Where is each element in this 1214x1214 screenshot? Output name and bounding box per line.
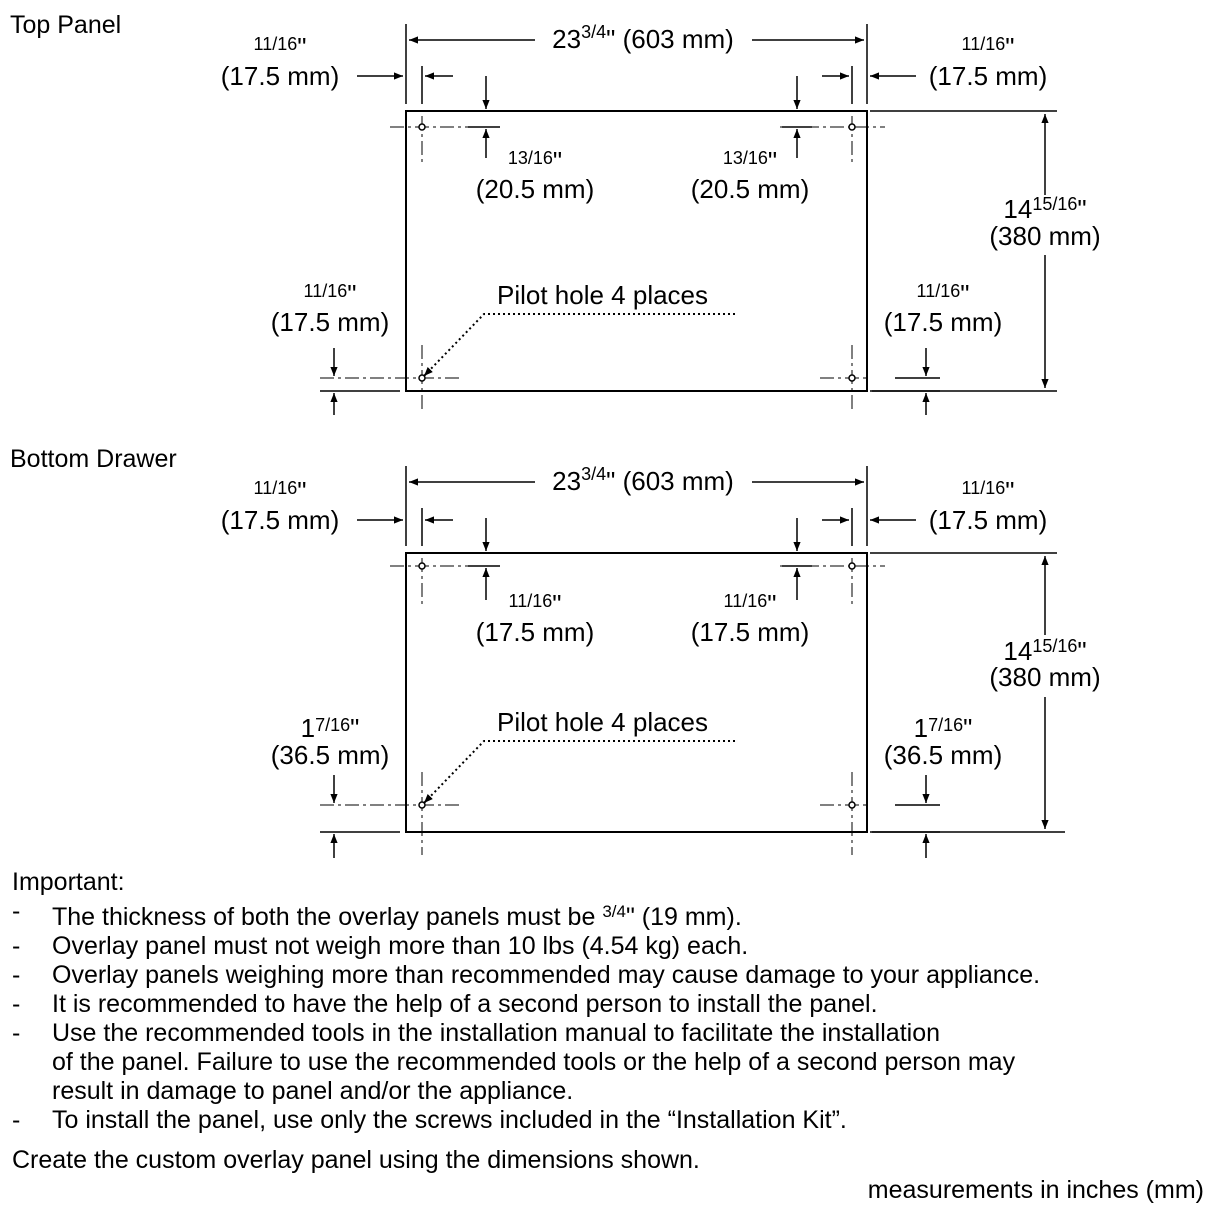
top-bottom-offset-left-fraction: 11/16" — [304, 279, 357, 309]
bottom-left-offset-dimension — [357, 508, 453, 546]
bottom-bottom-offset-left — [320, 775, 400, 858]
bottom-right-offset-mm: (17.5 mm) — [929, 505, 1047, 535]
top-panel-title: Top Panel — [10, 11, 121, 39]
note-text: Overlay panel must not weigh more than 1… — [52, 932, 749, 960]
units-note: measurements in inches (mm) — [867, 1176, 1204, 1204]
bottom-height-fraction: 1415/16" — [1003, 636, 1086, 666]
top-bottom-offset-left — [320, 348, 400, 415]
pilot-hole — [848, 562, 856, 570]
note-item: - Overlay panels weighing more than reco… — [12, 961, 1207, 990]
top-pilot-leader — [423, 313, 735, 377]
bottom-pilot-hole-label: Pilot hole 4 places — [497, 707, 708, 737]
pilot-hole — [418, 801, 426, 809]
bottom-width-dimension — [405, 466, 868, 546]
top-bottom-offset-right — [872, 348, 940, 415]
top-inset-left-mm: (20.5 mm) — [476, 174, 594, 204]
bullet: - — [12, 897, 21, 925]
note-item: - Use the recommended tools in the insta… — [12, 1019, 1207, 1106]
note-text: Overlay panels weighing more than recomm… — [52, 961, 1041, 989]
top-inset-right-mm: (20.5 mm) — [691, 174, 809, 204]
bottom-inset-right-mm: (17.5 mm) — [691, 617, 809, 647]
bullet: - — [12, 1106, 21, 1134]
top-height-fraction: 1415/16" — [1003, 194, 1086, 224]
note-text: To install the panel, use only the screw… — [52, 1106, 847, 1134]
note-item: - It is recommended to have the help of … — [12, 990, 1207, 1019]
bottom-bottom-offset-left-mm: (36.5 mm) — [271, 740, 389, 770]
closing-instruction: Create the custom overlay panel using th… — [12, 1146, 700, 1174]
top-panel-section: Top Panel 233/4" (603 mm) 11/16" (17.5 m… — [10, 11, 1101, 415]
bottom-height-dimension — [870, 552, 1065, 833]
bullet: - — [12, 990, 21, 1018]
bottom-drawer-section: Bottom Drawer 233/4" (603 mm) 11/16" (17… — [10, 445, 1101, 858]
note-item: - The thickness of both the overlay pane… — [12, 897, 1207, 932]
top-pilot-hole-label: Pilot hole 4 places — [497, 280, 708, 310]
top-width-label: 233/4" (603 mm) — [552, 22, 734, 54]
bottom-pilot-holes — [418, 562, 856, 809]
note-text: The thickness of both the overlay panels… — [52, 902, 742, 931]
pilot-hole — [418, 562, 426, 570]
note-item: - To install the panel, use only the scr… — [12, 1106, 1207, 1135]
bottom-height-mm: (380 mm) — [989, 662, 1100, 692]
top-bottom-offset-right-fraction: 11/16" — [917, 279, 970, 309]
bullet: - — [12, 961, 21, 989]
top-left-offset-fraction: 11/16" — [254, 32, 307, 62]
bottom-bottom-offset-right — [872, 775, 940, 858]
bottom-inset-right-fraction: 11/16" — [724, 589, 777, 619]
overlay-panel-diagram: Top Panel 233/4" (603 mm) 11/16" (17.5 m… — [10, 11, 1101, 858]
top-right-offset-dimension — [822, 66, 916, 104]
bottom-right-offset-dimension — [822, 508, 916, 546]
bottom-right-offset-fraction: 11/16" — [962, 476, 1015, 506]
bottom-inset-left-mm: (17.5 mm) — [476, 617, 594, 647]
top-bottom-offset-left-mm: (17.5 mm) — [271, 307, 389, 337]
top-hole-centerlines — [320, 116, 885, 412]
pilot-hole — [848, 374, 856, 382]
bottom-width-label: 233/4" (603 mm) — [552, 464, 734, 496]
bottom-inset-left-fraction: 11/16" — [509, 589, 562, 619]
bottom-bottom-offset-right-fraction: 17/16" — [914, 713, 973, 743]
top-panel-outline — [405, 110, 868, 392]
top-pilot-holes — [418, 123, 856, 382]
notes-heading: Important: — [12, 868, 125, 896]
bottom-pilot-leader — [423, 740, 735, 804]
bottom-inset-dimension-right — [782, 518, 812, 600]
top-inset-left-fraction: 13/16" — [508, 146, 562, 176]
top-height-mm: (380 mm) — [989, 221, 1100, 251]
pilot-hole — [848, 123, 856, 131]
bottom-bottom-offset-left-fraction: 17/16" — [301, 713, 360, 743]
pilot-hole — [418, 374, 426, 382]
top-right-offset-fraction: 11/16" — [962, 32, 1015, 62]
note-text: It is recommended to have the help of a … — [52, 990, 878, 1018]
top-height-dimension — [870, 110, 1057, 392]
bottom-bottom-offset-right-mm: (36.5 mm) — [884, 740, 1002, 770]
pilot-hole — [418, 123, 426, 131]
bottom-drawer-title: Bottom Drawer — [10, 445, 177, 473]
bottom-drawer-outline — [405, 552, 868, 833]
note-text: Use the recommended tools in the install… — [52, 1019, 1016, 1105]
top-left-offset-mm: (17.5 mm) — [221, 61, 339, 91]
top-left-offset-dimension — [357, 66, 453, 104]
top-bottom-offset-right-mm: (17.5 mm) — [884, 307, 1002, 337]
important-notes: Important: - The thickness of both the o… — [12, 868, 1207, 1135]
top-width-dimension — [405, 24, 868, 104]
note-item: - Overlay panel must not weigh more than… — [12, 932, 1207, 961]
top-right-offset-mm: (17.5 mm) — [929, 61, 1047, 91]
pilot-hole — [848, 801, 856, 809]
bottom-left-offset-fraction: 11/16" — [254, 476, 307, 506]
bullet: - — [12, 932, 21, 960]
bottom-left-offset-mm: (17.5 mm) — [221, 505, 339, 535]
top-inset-dimension-right — [782, 76, 812, 158]
bottom-inset-dimension-left — [468, 518, 500, 600]
top-inset-right-fraction: 13/16" — [723, 146, 777, 176]
bullet: - — [12, 1019, 21, 1047]
top-inset-dimension-left — [468, 76, 500, 158]
